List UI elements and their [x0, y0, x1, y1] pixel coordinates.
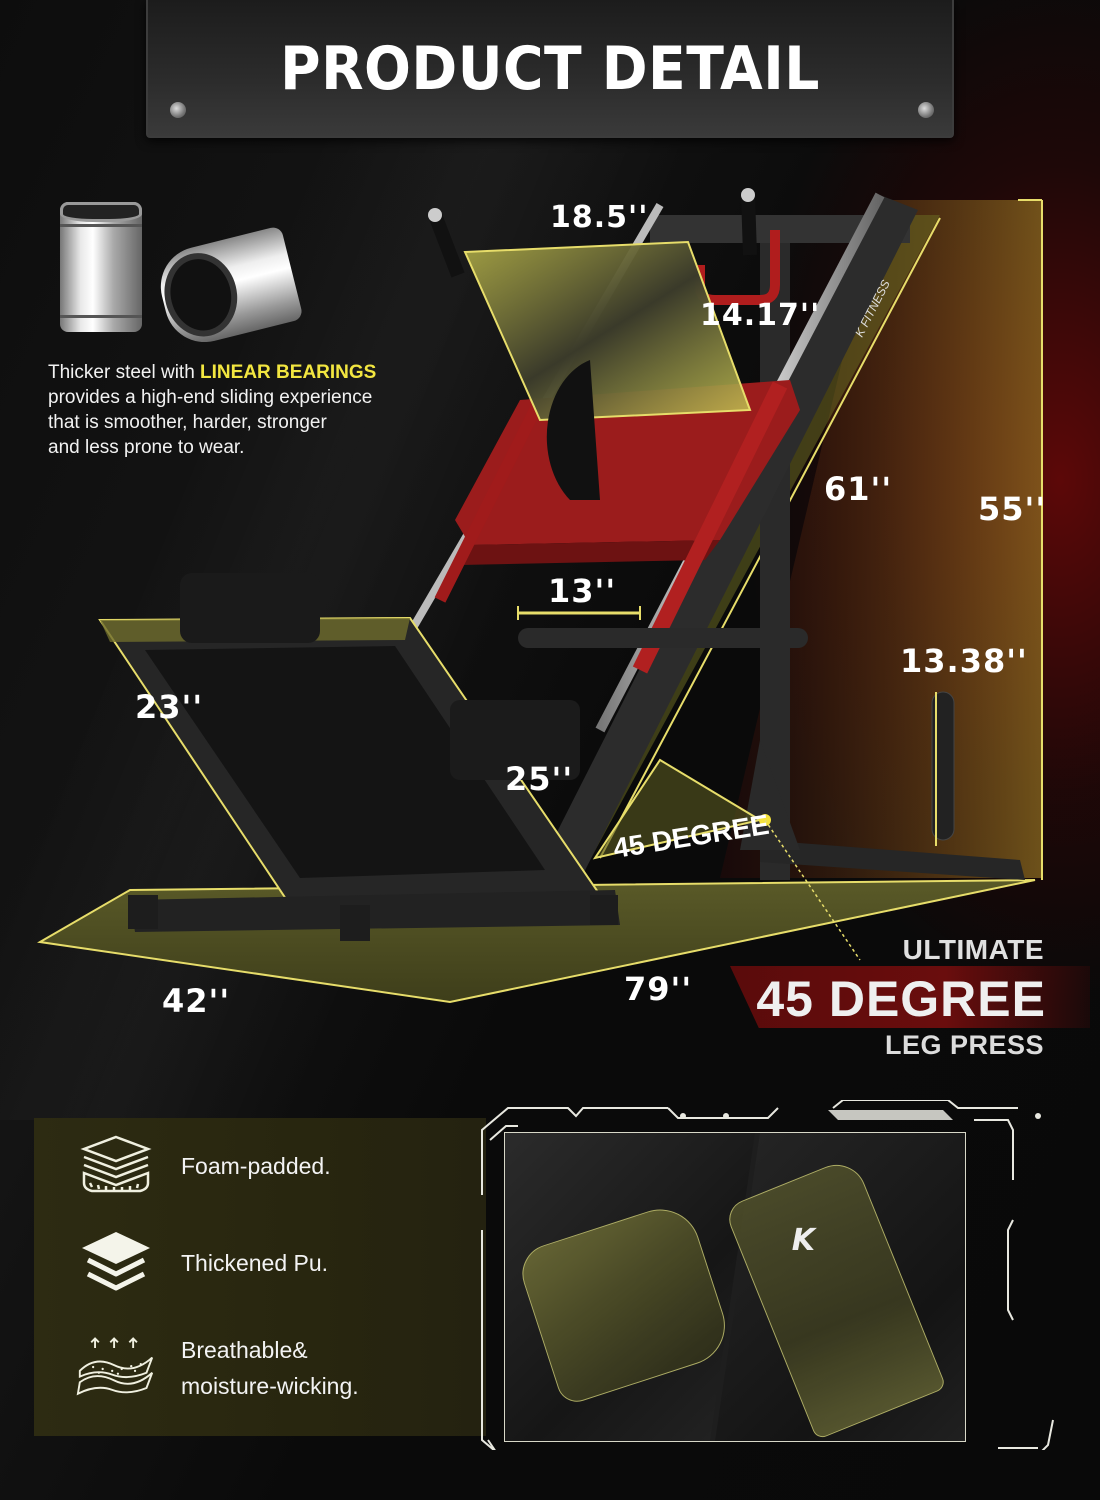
badge-line-45-degree: 45 DEGREE: [756, 971, 1046, 1027]
dim-total-height: 55'': [978, 490, 1047, 528]
hud-frame-decoration: [481, 1100, 1054, 1450]
dim-footplate-height: 14.17'': [700, 298, 821, 333]
dim-base-width: 42'': [162, 982, 231, 1020]
bearing-text-line: that is smoother, harder, stronger: [48, 412, 327, 433]
badge-line-ultimate: ULTIMATE: [902, 934, 1044, 965]
padding-closeup-gallery: K: [478, 1100, 1058, 1450]
dim-seat-back: 23'': [135, 688, 204, 726]
feature-foam-padded: Foam-padded.: [34, 1126, 486, 1206]
dim-rail-length: 61'': [824, 470, 893, 508]
feature-label: Thickened Pu.: [181, 1250, 329, 1276]
screw-icon: [918, 102, 934, 118]
dim-storage-post: 13.38'': [900, 642, 1028, 680]
dim-seat-depth: 25'': [505, 760, 574, 798]
badge-line-leg-press: LEG PRESS: [884, 1030, 1044, 1060]
feature-label-line: moisture-wicking.: [181, 1373, 359, 1399]
screw-icon: [170, 102, 186, 118]
badge-red-band: [730, 966, 1090, 1028]
feature-breathable: Breathable& moisture-wicking.: [34, 1328, 486, 1408]
feature-label: Breathable& moisture-wicking.: [181, 1332, 359, 1404]
header-plate: PRODUCT DETAIL: [146, 0, 954, 138]
bearing-highlight: LINEAR BEARINGS: [200, 362, 377, 383]
dim-footplate-width: 18.5'': [550, 200, 649, 235]
dim-plate-horn: 13'': [548, 572, 617, 610]
bearing-text-line: provides a high-end sliding experience: [48, 387, 373, 408]
page-title: PRODUCT DETAIL: [280, 34, 820, 104]
features-panel: Foam-padded. Thickened Pu.: [34, 1118, 486, 1436]
feature-label-line: Breathable&: [181, 1337, 308, 1363]
bearing-text-line: and less prone to wear.: [48, 437, 245, 458]
bearing-text-prefix: Thicker steel with: [48, 362, 201, 383]
stacked-layers-icon: [76, 1223, 156, 1303]
linear-bearing-image: [60, 202, 142, 332]
feature-label: Foam-padded.: [181, 1153, 331, 1179]
dim-base-length: 79'': [624, 970, 693, 1008]
foam-layers-icon: [76, 1126, 156, 1206]
feature-thickened-pu: Thickened Pu.: [34, 1223, 486, 1303]
closeup-photo: K: [504, 1132, 966, 1442]
bearing-description: Thicker steel with LINEAR BEARINGS provi…: [48, 360, 448, 460]
breathable-fabric-icon: [76, 1328, 156, 1408]
k-logo-icon: K: [791, 1223, 815, 1258]
leg-press-machine-image: K FITNESS 45 DEGREE: [37, 188, 1043, 1004]
